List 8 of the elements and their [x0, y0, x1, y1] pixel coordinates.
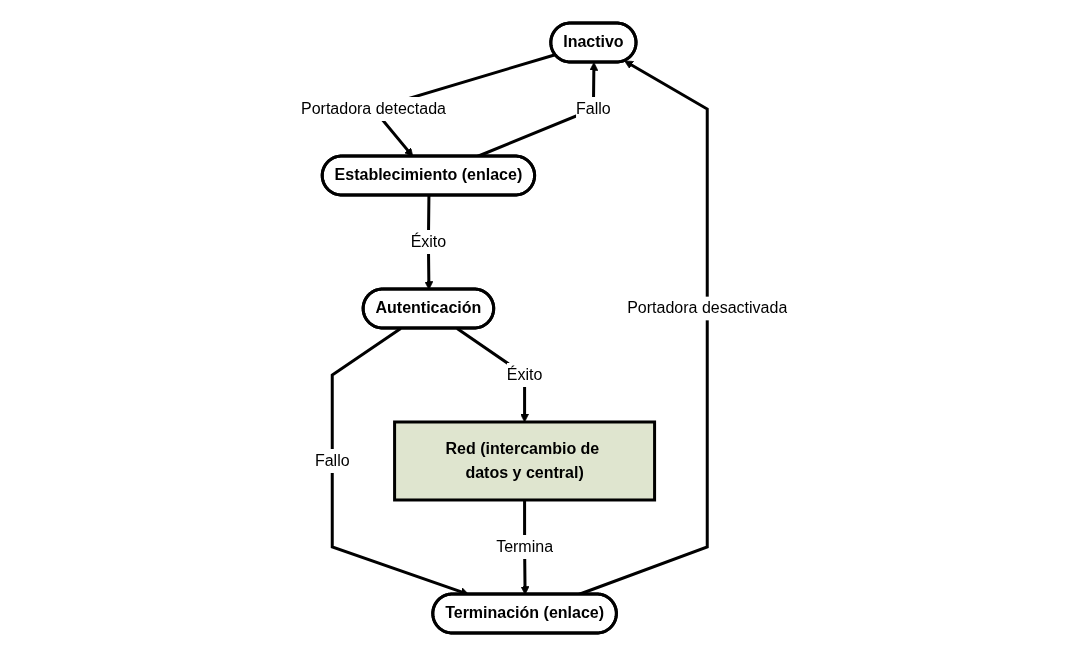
edge-label: Portadora desactivada [627, 298, 788, 316]
node-box: Red (intercambio de datos y central) [393, 420, 657, 501]
edge-label: Termina [496, 537, 554, 555]
edge-label: Fallo [315, 451, 350, 469]
edge-label: Éxito [410, 232, 447, 250]
edge-label: Éxito [507, 365, 543, 383]
edge-label: Fallo [576, 99, 612, 117]
edge-label: Portadora detectada [301, 99, 447, 117]
